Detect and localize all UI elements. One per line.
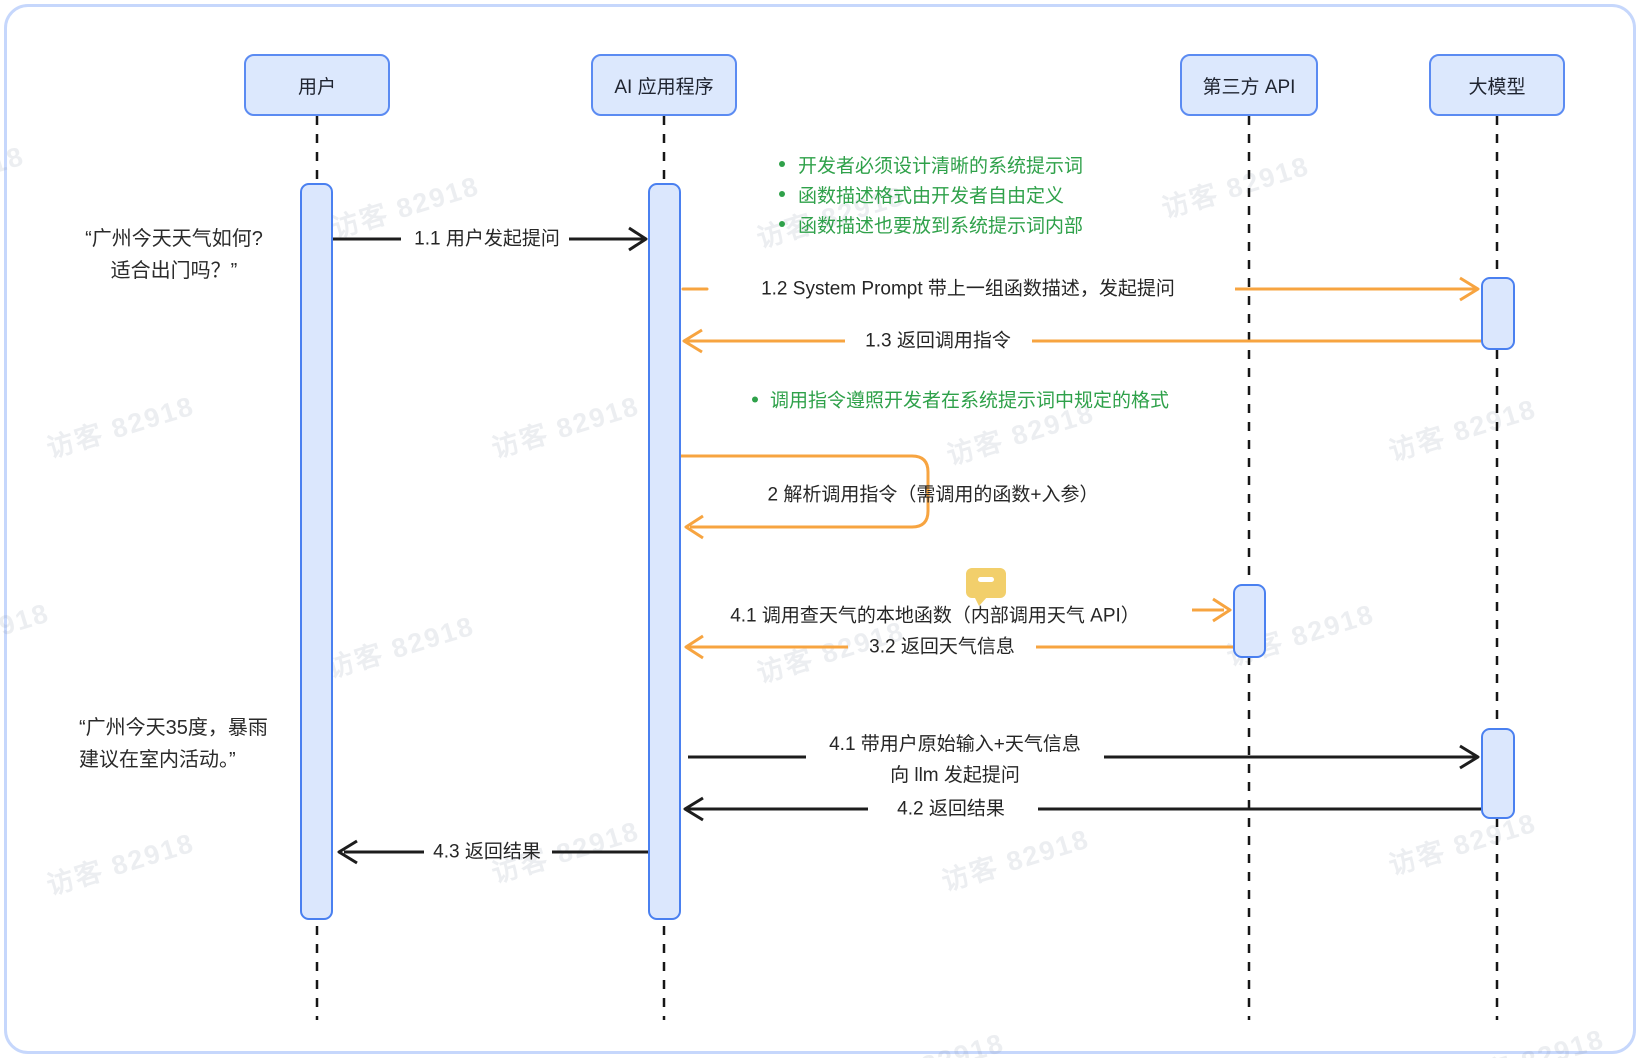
comment-dash xyxy=(978,577,994,582)
note-text: 函数描述也要放到系统提示词内部 xyxy=(798,215,1084,237)
message-label-2-self: 2 解析调用指令（需调用的函数+入参） xyxy=(767,484,1099,506)
message-label-1-1: 1.1 用户发起提问 xyxy=(414,228,560,250)
arrow-4-1-llm-head xyxy=(1459,744,1480,770)
system-prompt-notes: 开发者必须设计清晰的系统提示词 函数描述格式由开发者自由定义 函数描述也要放到系… xyxy=(779,149,1083,239)
actor-box-third-party-api: 第三方 API xyxy=(1180,54,1318,116)
bullet-dot-icon xyxy=(779,191,785,197)
activation-bar-ai-app xyxy=(648,183,681,920)
quote-line: 建议在室内活动。” xyxy=(79,749,236,771)
actor-box-ai-app: AI 应用程序 xyxy=(591,54,737,116)
note-text: 函数描述格式由开发者自由定义 xyxy=(798,185,1065,207)
message-label-4-1-llm-line1: 4.1 带用户原始输入+天气信息 xyxy=(829,734,1081,755)
arrow-4-2-head xyxy=(683,796,704,822)
arrow-3-2-head xyxy=(684,634,704,660)
note-item: 开发者必须设计清晰的系统提示词 xyxy=(779,149,1083,179)
message-label-4-3: 4.3 返回结果 xyxy=(433,841,541,863)
message-label-4-1-llm: 4.1 带用户原始输入+天气信息 向 llm 发起提问 xyxy=(829,729,1081,791)
arrow-4-1-weather-head xyxy=(1212,597,1232,623)
activation-bar-user xyxy=(300,183,333,920)
message-label-4-2: 4.2 返回结果 xyxy=(897,798,1005,820)
quote-line: “广州今天35度，暴雨 xyxy=(79,717,268,739)
arrow-1-2-head xyxy=(1459,276,1480,302)
comment-tail xyxy=(974,596,988,606)
message-label-1-3: 1.3 返回调用指令 xyxy=(865,330,1011,352)
instruction-format-note: 调用指令遵照开发者在系统提示词中规定的格式 xyxy=(752,386,1169,413)
note-text: 开发者必须设计清晰的系统提示词 xyxy=(798,155,1084,177)
quote-line: “广州今天天气如何? xyxy=(85,228,263,250)
message-label-1-2: 1.2 System Prompt 带上一组函数描述，发起提问 xyxy=(761,278,1175,300)
activation-bar-llm-2 xyxy=(1481,728,1515,819)
actor-box-llm: 大模型 xyxy=(1429,54,1565,116)
bullet-dot-icon xyxy=(752,396,758,402)
arrow-1-1-head xyxy=(628,226,648,252)
message-label-4-1-weather: 4.1 调用查天气的本地函数（内部调用天气 API） xyxy=(730,605,1140,627)
note-item: 函数描述格式由开发者自由定义 xyxy=(779,179,1083,209)
note-text: 调用指令遵照开发者在系统提示词中规定的格式 xyxy=(770,390,1170,412)
comment-minus-icon xyxy=(966,568,1006,606)
activation-bar-llm-1 xyxy=(1481,277,1515,350)
message-label-4-1-llm-line2: 向 llm 发起提问 xyxy=(890,765,1020,786)
activation-bar-third-party-api xyxy=(1233,584,1266,658)
arrow-4-3-head xyxy=(337,839,358,865)
quote-line: 适合出门吗？” xyxy=(110,260,238,282)
actor-box-user: 用户 xyxy=(244,54,390,116)
final-answer-quote: “广州今天35度，暴雨 建议在室内活动。” xyxy=(79,712,268,776)
diagram-canvas-border xyxy=(4,4,1636,1054)
user-question-quote: “广州今天天气如何? 适合出门吗？” xyxy=(63,223,285,287)
arrow-2-self-loop-head xyxy=(684,514,704,540)
message-label-3-2: 3.2 返回天气信息 xyxy=(869,636,1015,658)
arrow-1-3-head xyxy=(682,328,703,354)
bullet-dot-icon xyxy=(779,161,785,167)
bullet-dot-icon xyxy=(779,221,785,227)
arrow-2-self-loop xyxy=(681,454,930,529)
note-item: 函数描述也要放到系统提示词内部 xyxy=(779,209,1083,239)
